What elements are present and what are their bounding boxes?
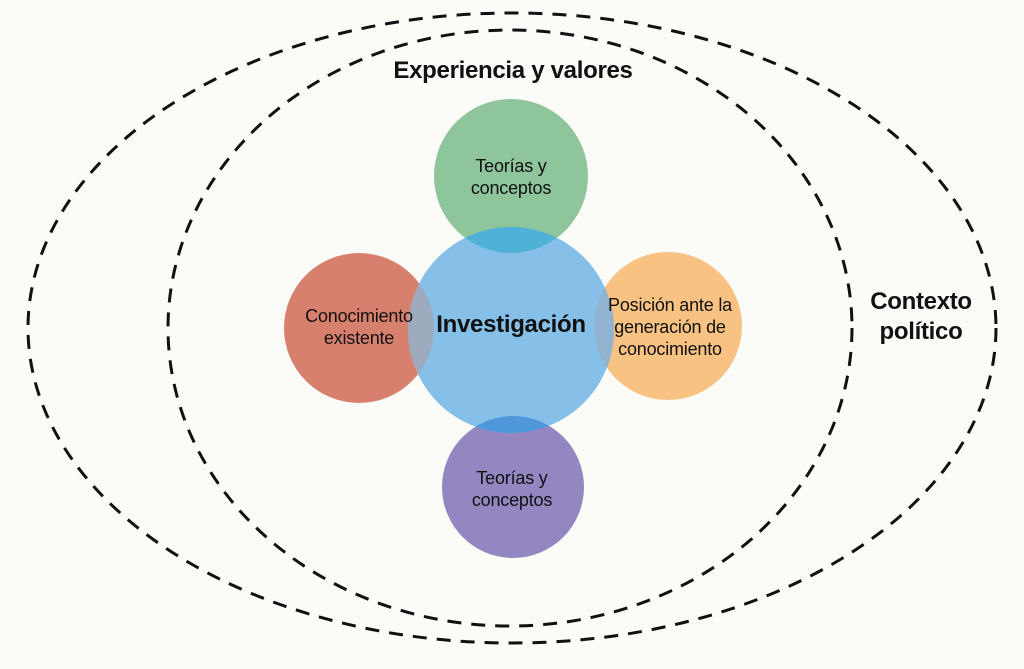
- inner-context-ellipse: [166, 28, 854, 628]
- right-circle-posicion: [594, 252, 742, 400]
- top-circle-teorias: [434, 99, 588, 253]
- left-circle-conocimiento: [284, 253, 434, 403]
- outer-context-ellipse: [26, 11, 998, 645]
- center-circle-investigacion: [408, 227, 614, 433]
- bottom-circle-teorias: [442, 416, 584, 558]
